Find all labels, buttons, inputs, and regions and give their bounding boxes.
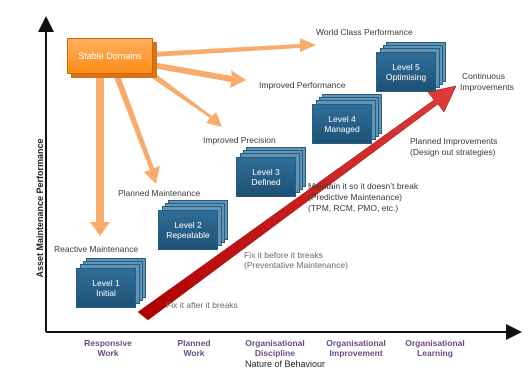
- annotation-fix-after: Fix it after it breaks: [166, 300, 238, 310]
- annotation-maintain-line2: (Predictive Maintenance): [308, 192, 403, 202]
- label-world-class-performance: World Class Performance: [316, 27, 413, 37]
- x-axis-title: Nature of Behaviour: [244, 359, 326, 369]
- orange-arrows: [90, 38, 316, 236]
- label-planned-maintenance: Planned Maintenance: [118, 188, 201, 198]
- annotation-planned-line2: (Design out strategies): [410, 147, 496, 157]
- orange-arrow-precision: [140, 65, 222, 127]
- y-axis-title: Asset Maintenance Performance: [35, 138, 45, 278]
- red-progress-arrow: [137, 85, 457, 321]
- label-improved-precision: Improved Precision: [203, 135, 276, 145]
- annotation-continuous-line2: Improvements: [460, 82, 514, 92]
- annotation-fix-before-line2: (Preventative Maintenance): [244, 260, 348, 270]
- annotation-planned-line1: Planned Improvements: [410, 136, 498, 146]
- label-reactive-maintenance: Reactive Maintenance: [54, 244, 139, 254]
- annotation-maintain-line1: Maintain it so it doesn’t break: [308, 181, 419, 191]
- stable-domains-box: Stable Domains: [67, 38, 153, 74]
- orange-arrow-planned: [112, 70, 160, 184]
- annotation-maintain-line3: (TPM, RCM, PMO, etc.): [308, 203, 399, 213]
- annotation-continuous-line1: Continuous: [462, 71, 506, 81]
- orange-arrow-reactive: [90, 74, 110, 236]
- annotation-fix-before-line1: Fix it before it breaks: [244, 250, 323, 260]
- orange-arrow-performance: [152, 62, 246, 88]
- label-improved-performance: Improved Performance: [259, 80, 346, 90]
- orange-arrow-world-class: [152, 38, 316, 57]
